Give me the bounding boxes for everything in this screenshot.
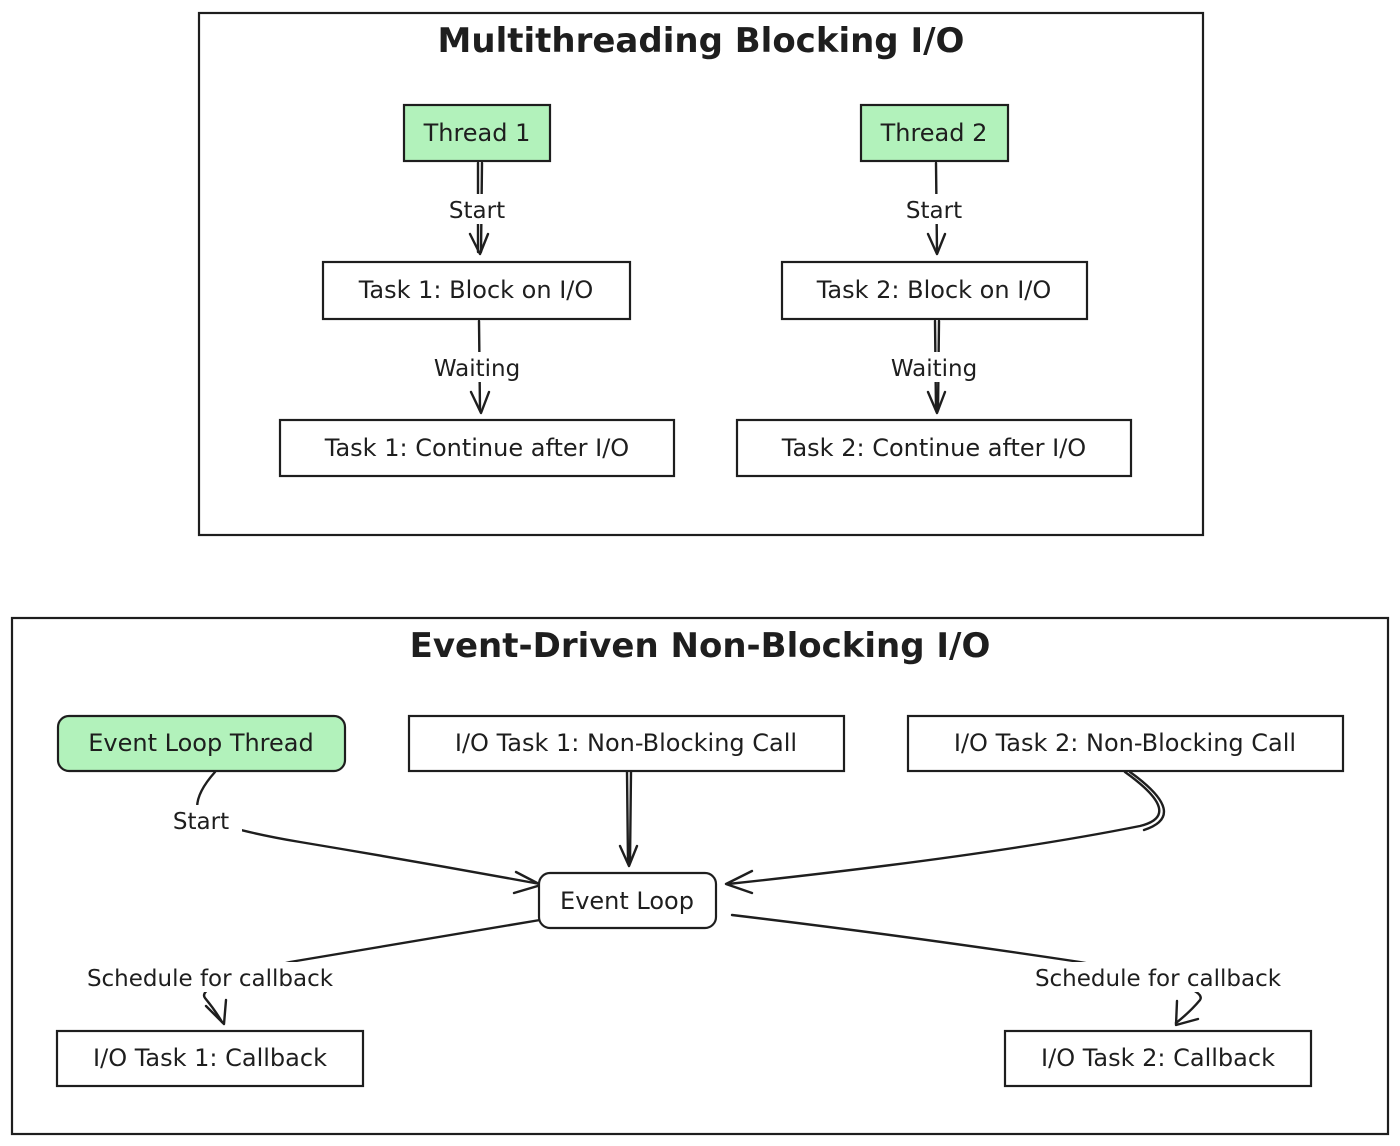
task-2-block-node <box>780 260 1089 321</box>
io-task-2-callback-label: I/O Task 2: Callback <box>1041 1044 1275 1072</box>
event-loop-label: Event Loop <box>560 887 694 915</box>
task-2-continue-node <box>735 418 1133 478</box>
io-task-1-callback-node <box>55 1029 365 1088</box>
task-1-waiting-arrowhead <box>469 390 491 415</box>
thread-1-start-arrowhead <box>468 232 490 256</box>
io-task-2-call-arrowhead <box>724 869 754 895</box>
event-driven-frame: Event-Driven Non-Blocking I/O Event Loop… <box>10 616 1390 1136</box>
thread-1-node <box>402 103 552 163</box>
event-loop-thread-node <box>56 714 347 773</box>
io-task-2-call-edge <box>726 770 1161 886</box>
io-task-2-schedule-label: Schedule for callback <box>1035 966 1282 992</box>
task-2-waiting-arrowhead <box>926 390 947 415</box>
event-driven-title: Event-Driven Non-Blocking I/O <box>410 626 991 666</box>
task-2-continue-label: Task 2: Continue after I/O <box>781 434 1086 462</box>
task-1-continue-label: Task 1: Continue after I/O <box>324 434 629 462</box>
io-task-1-call-edge <box>625 770 630 864</box>
event-loop-thread-start-label: Start <box>173 809 229 835</box>
thread-2-start-label: Start <box>906 198 962 224</box>
io-task-1-callback-label: I/O Task 1: Callback <box>93 1044 327 1072</box>
thread-2-label: Thread 2 <box>880 119 988 147</box>
event-loop-thread-label: Event Loop Thread <box>88 729 313 757</box>
io-task-1-callback-arrowhead <box>204 998 228 1026</box>
io-task-1-call-label: I/O Task 1: Non-Blocking Call <box>455 729 797 757</box>
thread-2-node <box>859 103 1010 163</box>
io-task-1-call-node <box>407 714 846 773</box>
task-1-waiting-label: Waiting <box>434 356 520 382</box>
multithreading-title: Multithreading Blocking I/O <box>438 21 965 61</box>
task-1-block-label: Task 1: Block on I/O <box>358 276 594 304</box>
io-task-1-call-arrowhead <box>618 844 639 868</box>
thread-1-start-label: Start <box>449 198 505 224</box>
multithreading-frame: Multithreading Blocking I/O Thread 1 Sta… <box>197 11 1205 537</box>
thread-1-label: Thread 1 <box>423 119 531 147</box>
thread-2-start-arrowhead <box>926 232 947 256</box>
io-task-2-callback-node <box>1003 1029 1313 1088</box>
task-2-block-label: Task 2: Block on I/O <box>816 276 1052 304</box>
io-task-2-callback-arrowhead <box>1174 999 1200 1027</box>
task-1-continue-node <box>278 418 676 478</box>
task-1-block-node <box>321 260 632 321</box>
task-2-waiting-label: Waiting <box>891 356 977 382</box>
io-task-1-schedule-label: Schedule for callback <box>87 966 334 992</box>
io-task-2-call-label: I/O Task 2: Non-Blocking Call <box>954 729 1296 757</box>
event-loop-node <box>537 871 718 930</box>
io-task-2-call-node <box>906 714 1345 773</box>
